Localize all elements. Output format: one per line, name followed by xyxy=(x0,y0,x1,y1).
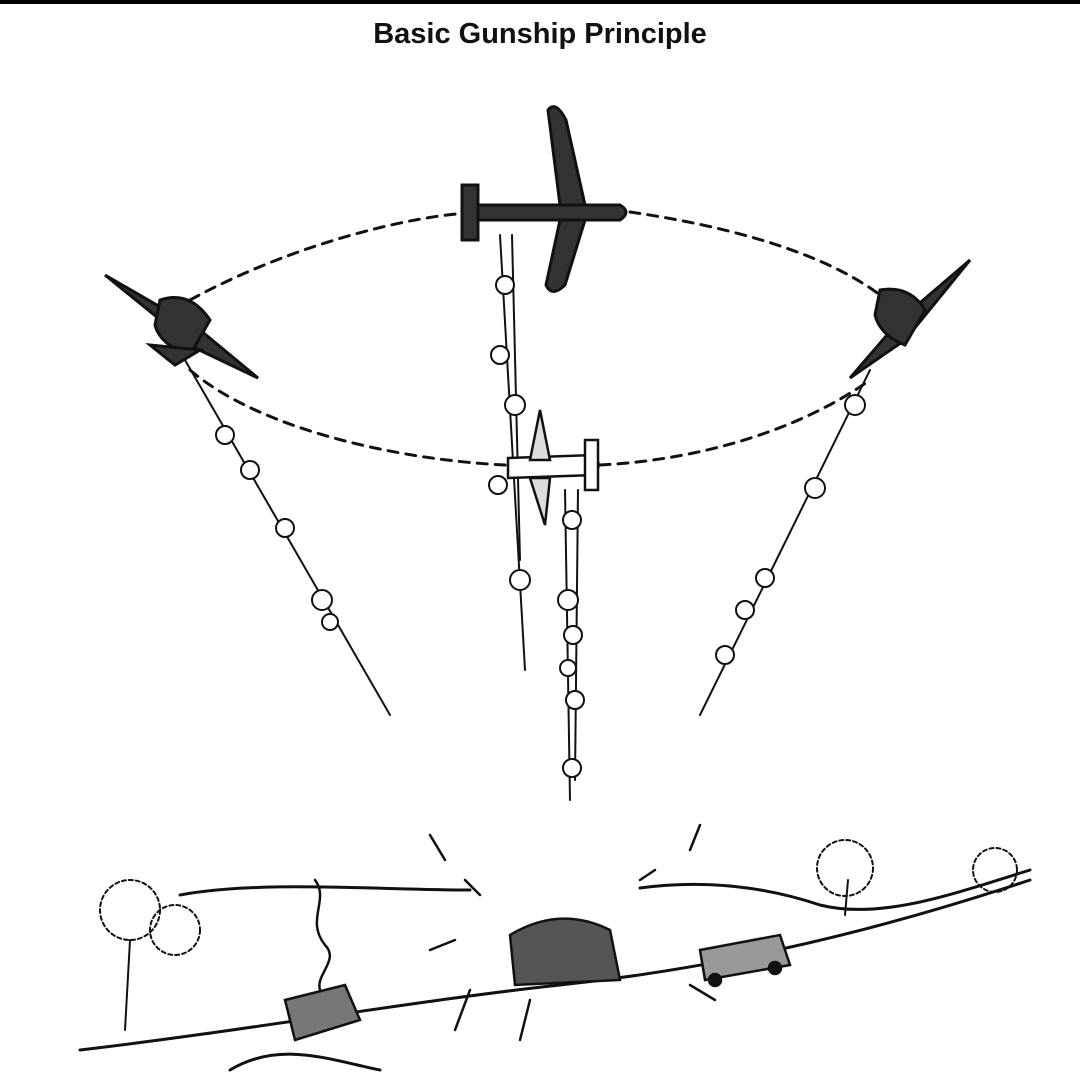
aircraft-top xyxy=(460,105,628,293)
fire-lines xyxy=(184,234,871,801)
burning-vehicle xyxy=(283,878,362,1042)
terrain xyxy=(78,868,1032,1072)
aircraft-right xyxy=(848,258,972,380)
target-explosion xyxy=(508,917,622,987)
truck xyxy=(698,933,792,988)
orbit-path-upper xyxy=(188,210,882,302)
trees xyxy=(99,839,1018,1031)
aircraft-left xyxy=(104,273,259,380)
diagram-title: Basic Gunship Principle xyxy=(373,18,707,50)
orbit-path-lower xyxy=(188,368,872,467)
tracer-bursts xyxy=(215,275,866,778)
top-frame-bar xyxy=(0,0,1080,4)
aircraft-lower xyxy=(506,409,600,526)
explosion-rays xyxy=(428,823,717,1042)
